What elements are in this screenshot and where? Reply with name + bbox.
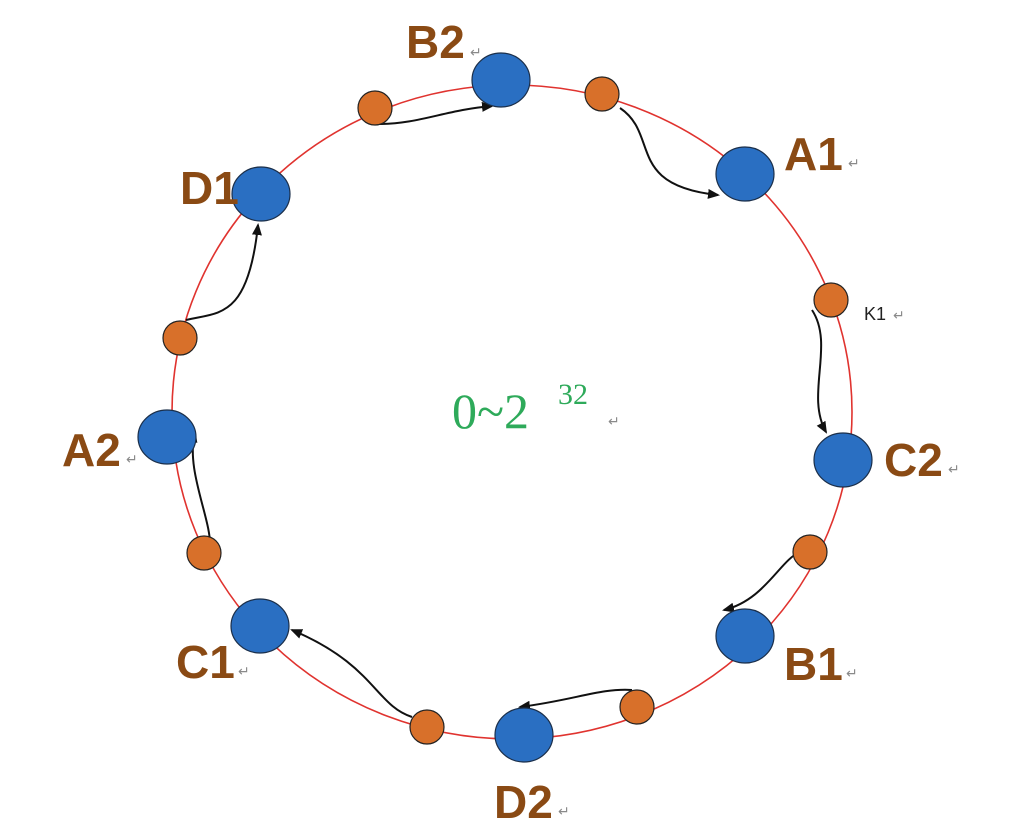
label-b1: B1 [784,638,843,690]
label-d2: D2 [494,776,553,826]
paragraph-mark: ↵ [948,462,960,478]
range-exponent: 32 [558,378,588,411]
server-node-b2 [471,52,531,108]
arrow-key-to-c1 [290,629,413,718]
arrow-key-to-d2 [518,688,633,711]
data-keys [162,76,849,745]
paragraph-mark: ↵ [893,308,905,324]
paragraph-mark: ↵ [126,452,138,468]
label-a2: A2 [62,424,121,476]
server-node-d2 [494,707,554,763]
data-key [619,689,655,725]
data-key [162,320,198,356]
server-node-c2 [813,432,873,488]
label-a1: A1 [784,128,843,180]
arrow-key-to-a1 [619,107,720,199]
paragraph-mark: ↵ [558,804,570,820]
paragraph-mark: ↵ [608,414,620,430]
arrow-k1-to-c2 [811,309,827,434]
data-key [792,534,828,570]
data-key [584,76,620,112]
server-node-b1 [715,608,775,664]
server-node-labels: B2 ↵ A1 ↵ C2 ↵ B1 ↵ D2 ↵ C1 ↵ A2 ↵ D1 [62,16,960,826]
hash-range-label: 0~2 32 ↵ [452,378,620,439]
paragraph-mark: ↵ [848,156,860,172]
range-base: 0~2 [452,383,529,439]
label-c1: C1 [176,636,235,688]
server-node-a1 [715,146,775,202]
server-node-a2 [137,409,197,465]
server-node-c1 [230,598,290,654]
data-key [357,90,393,126]
data-key [409,709,445,745]
server-nodes [137,52,873,763]
arrow-key-to-b2 [377,101,494,125]
paragraph-mark: ↵ [846,666,858,682]
server-node-d1 [231,166,291,222]
label-c2: C2 [884,434,943,486]
data-key [186,535,222,571]
data-key-k1 [813,282,849,318]
label-b2: B2 [406,16,465,68]
paragraph-mark: ↵ [470,45,482,61]
label-d1: D1 [180,162,239,214]
key-label-k1: K1 [864,304,886,324]
arrow-key-to-d1 [185,223,262,321]
paragraph-mark: ↵ [238,664,250,680]
